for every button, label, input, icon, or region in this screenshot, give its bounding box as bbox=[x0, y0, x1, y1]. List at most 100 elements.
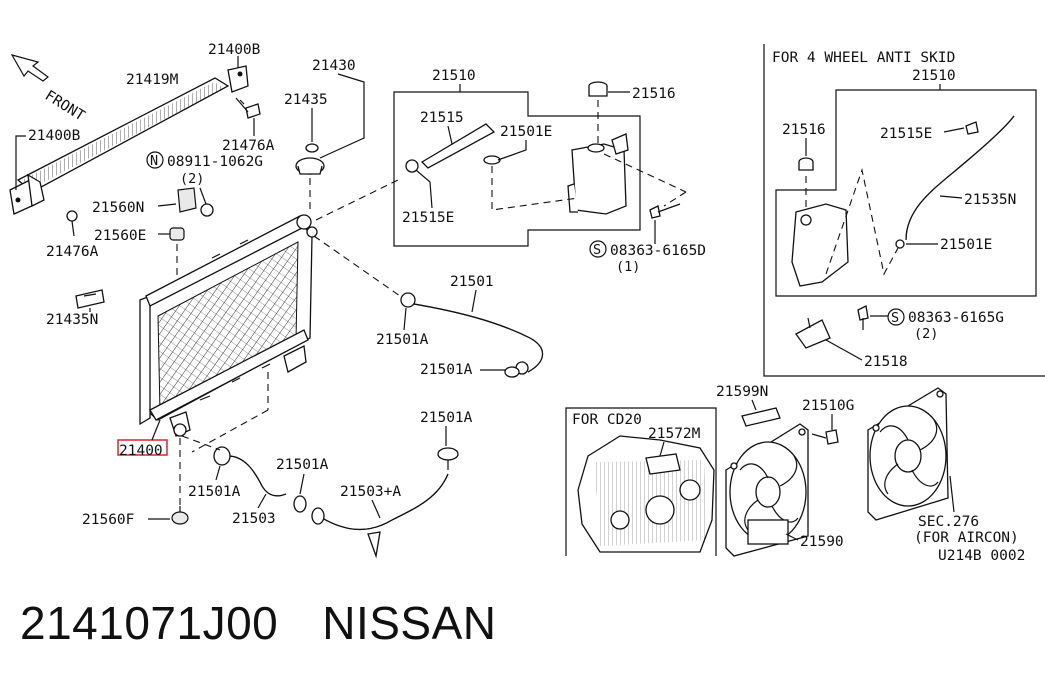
leader bbox=[15, 135, 26, 190]
leader bbox=[315, 179, 399, 221]
leader bbox=[415, 169, 433, 209]
radiator-cap-icon bbox=[295, 157, 325, 175]
label-21501: 21501 bbox=[450, 274, 494, 290]
leader bbox=[215, 465, 221, 481]
cd20-title: FOR CD20 bbox=[572, 412, 642, 428]
label-21400: 21400 bbox=[119, 443, 163, 459]
reservoir-cap-icon bbox=[588, 81, 608, 97]
leader bbox=[157, 203, 177, 207]
label-08363D-qty: (1) bbox=[616, 259, 640, 275]
leader bbox=[181, 435, 221, 451]
nut-symbol: N bbox=[146, 151, 164, 169]
label-21560F: 21560F bbox=[82, 512, 134, 528]
label-as-08363G: 08363-6165G bbox=[908, 310, 1004, 326]
label-as-21515E: 21515E bbox=[880, 126, 932, 142]
anti-skid-title: FOR 4 WHEEL ANTI SKID bbox=[772, 50, 955, 66]
label-21503: 21503 bbox=[232, 511, 276, 527]
label-21503A: 21503+A bbox=[340, 484, 401, 500]
leader bbox=[299, 473, 305, 495]
leader bbox=[371, 499, 381, 519]
label-21560N: 21560N bbox=[92, 200, 144, 216]
brand-name: NISSAN bbox=[322, 597, 497, 649]
bolt-icon bbox=[66, 210, 78, 237]
bolt-icon bbox=[649, 203, 681, 219]
front-label: FRONT bbox=[42, 88, 88, 125]
fan-shroud-21590 bbox=[725, 423, 809, 557]
rubber-mount-icon bbox=[171, 506, 189, 525]
seal-icon bbox=[305, 143, 319, 153]
front-arrow-icon bbox=[10, 54, 49, 82]
label-21510G: 21510G bbox=[802, 398, 854, 414]
leader bbox=[199, 187, 207, 205]
label-21419M: 21419M bbox=[126, 72, 179, 88]
exploded-parts-drawing: FRONT 21400B 21419M 21400B 21476A N 0891… bbox=[9, 42, 1045, 564]
label-21430: 21430 bbox=[312, 58, 356, 74]
label-plate-icon bbox=[741, 407, 781, 427]
reservoir-tank-group bbox=[393, 91, 687, 247]
screw-symbol: S bbox=[589, 240, 607, 258]
label-21572M: 21572M bbox=[648, 426, 701, 442]
leader bbox=[497, 140, 527, 161]
leader bbox=[319, 73, 365, 159]
label-21599N: 21599N bbox=[716, 384, 768, 400]
label-21510: 21510 bbox=[432, 68, 476, 84]
leader bbox=[939, 195, 963, 199]
leader bbox=[785, 533, 799, 541]
label-as-21516: 21516 bbox=[782, 122, 826, 138]
leader bbox=[949, 475, 955, 513]
label-21400B-left: 21400B bbox=[28, 128, 81, 144]
as-s-circle-label: S bbox=[891, 310, 899, 326]
s-circle-label: S bbox=[593, 242, 601, 258]
label-as-21535N: 21535N bbox=[964, 192, 1016, 208]
label-21516: 21516 bbox=[632, 86, 676, 102]
label-as-21501E: 21501E bbox=[940, 237, 992, 253]
aircon-fan-shroud bbox=[867, 387, 949, 521]
leader bbox=[751, 399, 757, 411]
radiator-21400 bbox=[139, 214, 318, 437]
label-21560E: 21560E bbox=[94, 228, 146, 244]
label-08911: 08911-1062G bbox=[167, 154, 263, 170]
label-for-aircon: (FOR AIRCON) bbox=[914, 530, 1019, 546]
leader bbox=[825, 339, 863, 361]
label-as-21518: 21518 bbox=[864, 354, 908, 370]
label-as-08363G-qty: (2) bbox=[914, 326, 938, 342]
label-21515: 21515 bbox=[420, 110, 464, 126]
cd20-engine-group bbox=[565, 407, 717, 556]
label-21501A-4: 21501A bbox=[420, 362, 473, 378]
label-21515E: 21515E bbox=[402, 210, 454, 226]
leader bbox=[191, 409, 269, 453]
screw-symbol: S bbox=[887, 308, 905, 326]
leader bbox=[471, 289, 477, 313]
bolt-icon bbox=[235, 97, 261, 119]
label-21435: 21435 bbox=[284, 92, 328, 108]
leader bbox=[659, 441, 665, 457]
label-21501A-3: 21501A bbox=[420, 410, 473, 426]
label-21476A-left: 21476A bbox=[46, 244, 99, 260]
diagram-code: U214B 0002 bbox=[938, 548, 1025, 564]
label-21501A-2: 21501A bbox=[276, 457, 329, 473]
hose-clamp-icon bbox=[504, 366, 520, 378]
lower-hose-21503A bbox=[311, 447, 459, 559]
leader bbox=[151, 419, 161, 441]
label-21501A-1: 21501A bbox=[188, 484, 241, 500]
highlight-box-21400 bbox=[117, 439, 168, 456]
leader bbox=[447, 125, 453, 145]
label-21501E: 21501E bbox=[500, 124, 552, 140]
label-sec276: SEC.276 bbox=[918, 514, 979, 530]
part-number: 2141071J00 bbox=[20, 597, 279, 649]
label-08363D: 08363-6165D bbox=[610, 243, 706, 259]
leader bbox=[943, 127, 965, 133]
label-21400B-top: 21400B bbox=[208, 42, 261, 58]
upper-seal-21419M bbox=[9, 65, 249, 215]
leader bbox=[257, 493, 267, 509]
mount-bracket-icon bbox=[177, 187, 214, 217]
label-as-21510: 21510 bbox=[912, 68, 956, 84]
label-21590: 21590 bbox=[800, 534, 844, 550]
leader bbox=[403, 307, 407, 331]
part-caption: 2141071J00 NISSAN bbox=[20, 596, 497, 650]
label-21435N: 21435N bbox=[46, 312, 98, 328]
leader bbox=[313, 235, 401, 297]
lower-hose-21503 bbox=[213, 446, 307, 513]
label-21476A-top: 21476A bbox=[222, 138, 275, 154]
